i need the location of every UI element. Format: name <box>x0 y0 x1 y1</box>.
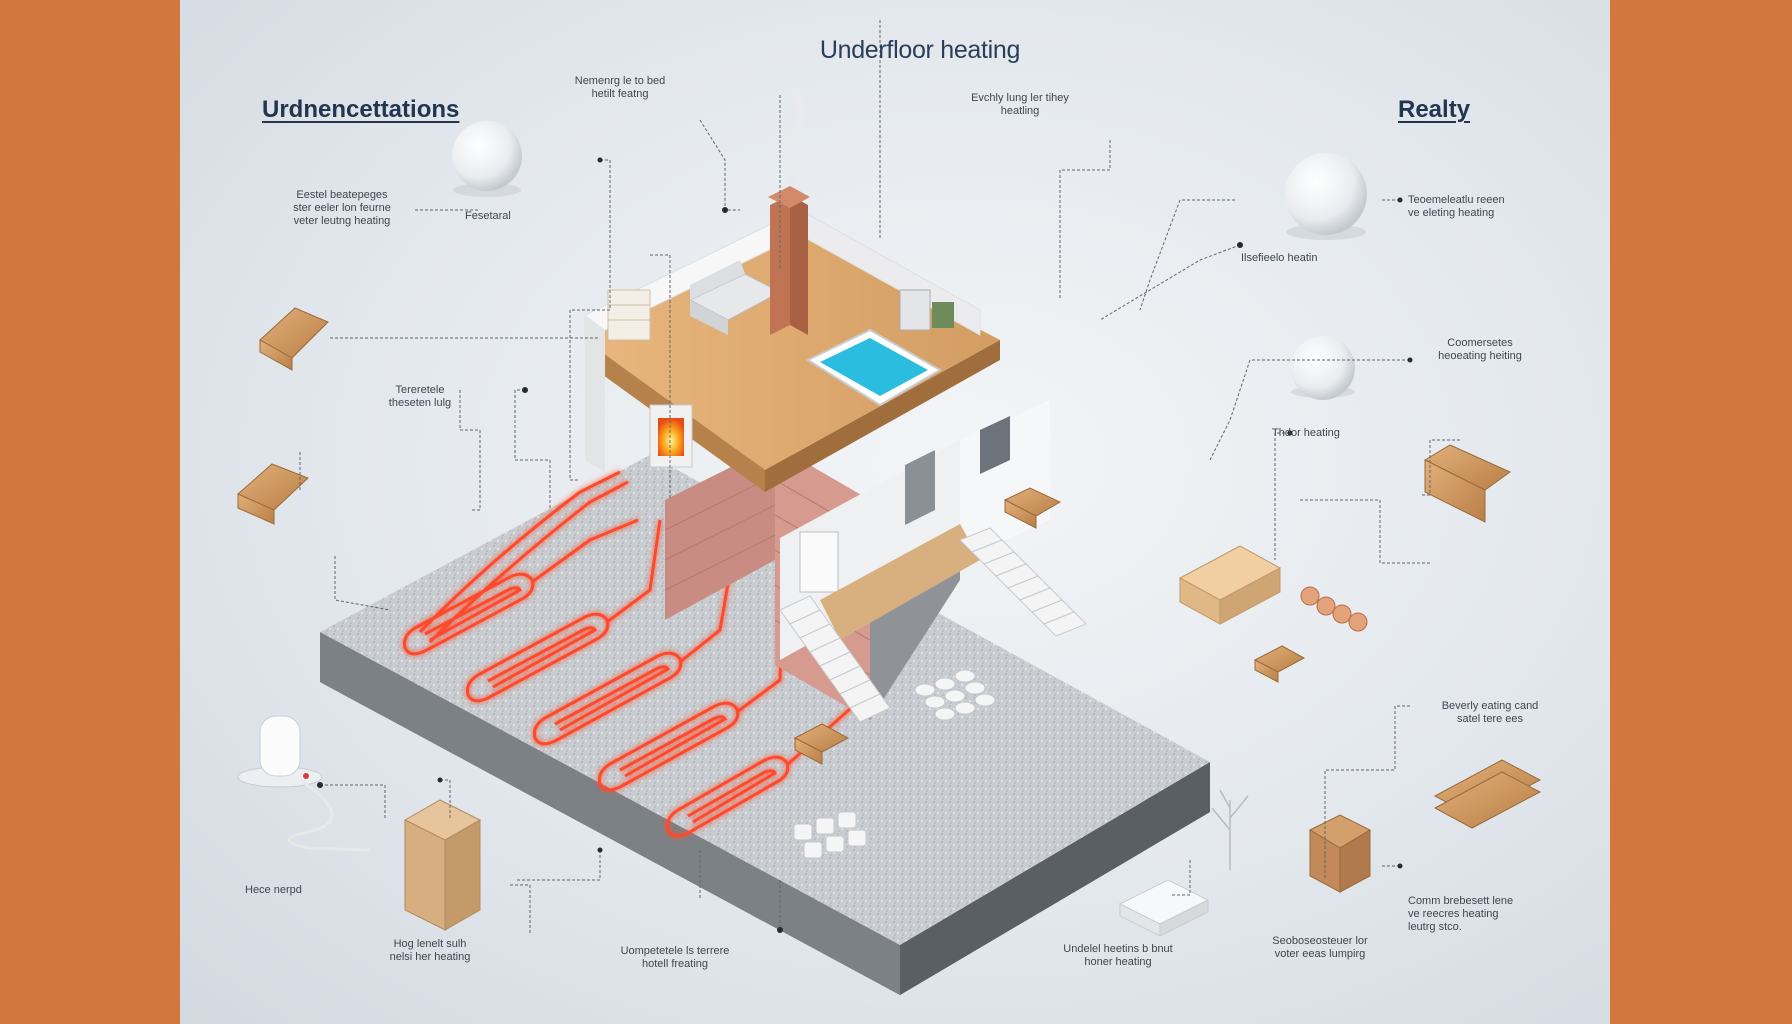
devices <box>237 715 1210 937</box>
lower-storey <box>780 400 1050 660</box>
staircases <box>779 527 1087 723</box>
right-heading: Realty <box>1398 96 1471 123</box>
callout-right-upper: Teoemeleatlu reeen ve eleting heating <box>1408 194 1505 219</box>
left-heading: Urdnencettations <box>262 96 460 123</box>
underfloor-heating-diagram <box>237 20 1542 995</box>
callout-top-center-left: Nemenrg le to bed hetilt featng <box>574 75 666 100</box>
callout-right-floor: Thdor heating <box>1272 427 1340 439</box>
callout-left-middle: Tereretele theseten lulg <box>388 384 452 409</box>
callout-bottom-center-right: Undelel heetins b bnut honer heating <box>1063 943 1173 968</box>
decor-spheres <box>452 121 1367 400</box>
callout-left-bottom-small: Hece nerpd <box>245 884 302 896</box>
callout-bottom-center-left: Uompetetele ls terrere hotell freating <box>620 945 730 970</box>
callout-top-center-right: Evchly lung ler tihey heatling <box>971 92 1069 117</box>
wood-bundles <box>237 307 1542 829</box>
callout-leaders <box>299 20 1460 935</box>
callout-left-upper: Eestel beatepeges ster eeler lon feurne … <box>293 189 391 227</box>
chimney <box>768 88 810 335</box>
right-orange-band <box>1610 0 1792 1024</box>
callout-left-upper-small: Fesetaral <box>465 210 511 222</box>
callout-left-bottom: Hog lenelt sulh nelsi her heating <box>389 938 471 963</box>
callout-dots <box>317 157 1413 933</box>
callout-bottom-right: Seoboseosteuer lor voter eeas lumpirg <box>1272 935 1368 960</box>
loose-stones <box>793 669 996 859</box>
bare-tree <box>1211 789 1249 870</box>
upper-floor <box>584 209 1000 492</box>
brick-stacks <box>403 545 1282 931</box>
diagram-title: Underfloor heating <box>819 36 1021 64</box>
copper-pipes <box>1300 586 1368 632</box>
ground-slab <box>320 455 1210 995</box>
infographic-panel: Underfloor heating Urdnencettations Real… <box>180 0 1610 1024</box>
callout-right-bottom: Comm brebesett lene ve reecres heating l… <box>1408 895 1514 933</box>
callout-right-lower: Beverly eating cand satel tere ees <box>1441 700 1539 725</box>
callout-right-middle: Coomersetes heoeating heiting <box>1438 337 1522 362</box>
left-orange-band <box>0 0 180 1024</box>
callout-right-upper-small: Ilsefieelo heatin <box>1241 252 1318 264</box>
